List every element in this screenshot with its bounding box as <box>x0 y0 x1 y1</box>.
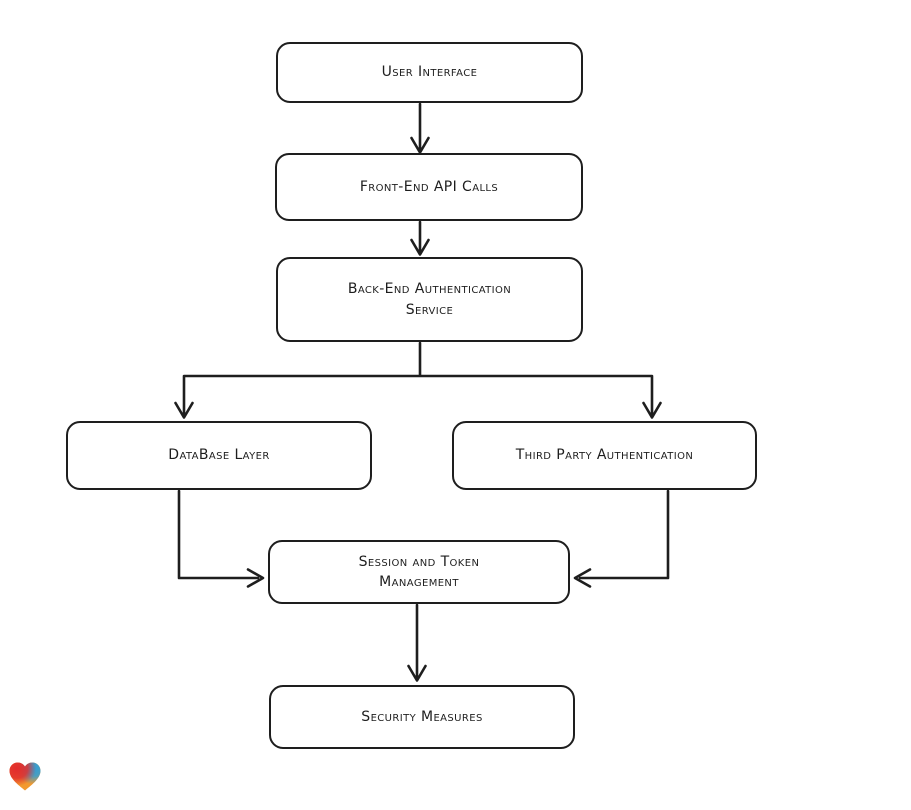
node-back-end-auth-service[interactable]: Back-End Authentication Service <box>276 257 583 342</box>
node-third-party-authentication[interactable]: Third Party Authentication <box>452 421 757 490</box>
node-front-end-api-calls-label: Front-End API Calls <box>359 178 499 195</box>
node-third-party-authentication-label: Third Party Authentication <box>515 447 694 464</box>
edge-database-to-session <box>177 489 265 588</box>
edge-frontend-to-backend <box>410 220 430 256</box>
edge-thirdparty-to-session <box>573 489 670 588</box>
node-user-interface-label: User Interface <box>381 64 478 81</box>
node-session-token-management-label: Session and Token Management <box>358 553 480 590</box>
edge-session-to-security <box>407 603 427 682</box>
node-database-layer-label: DataBase Layer <box>168 447 270 464</box>
node-user-interface[interactable]: User Interface <box>276 42 583 103</box>
node-session-token-management[interactable]: Session and Token Management <box>268 540 570 604</box>
node-security-measures-label: Security Measures <box>361 708 483 725</box>
node-front-end-api-calls[interactable]: Front-End API Calls <box>275 153 583 221</box>
edge-ui-to-frontend <box>410 102 430 154</box>
node-back-end-auth-service-label: Back-End Authentication Service <box>347 281 512 318</box>
edge-backend-branch <box>174 341 662 419</box>
node-security-measures[interactable]: Security Measures <box>269 685 575 749</box>
node-database-layer[interactable]: DataBase Layer <box>66 421 372 490</box>
gradient-heart-icon <box>9 762 41 791</box>
